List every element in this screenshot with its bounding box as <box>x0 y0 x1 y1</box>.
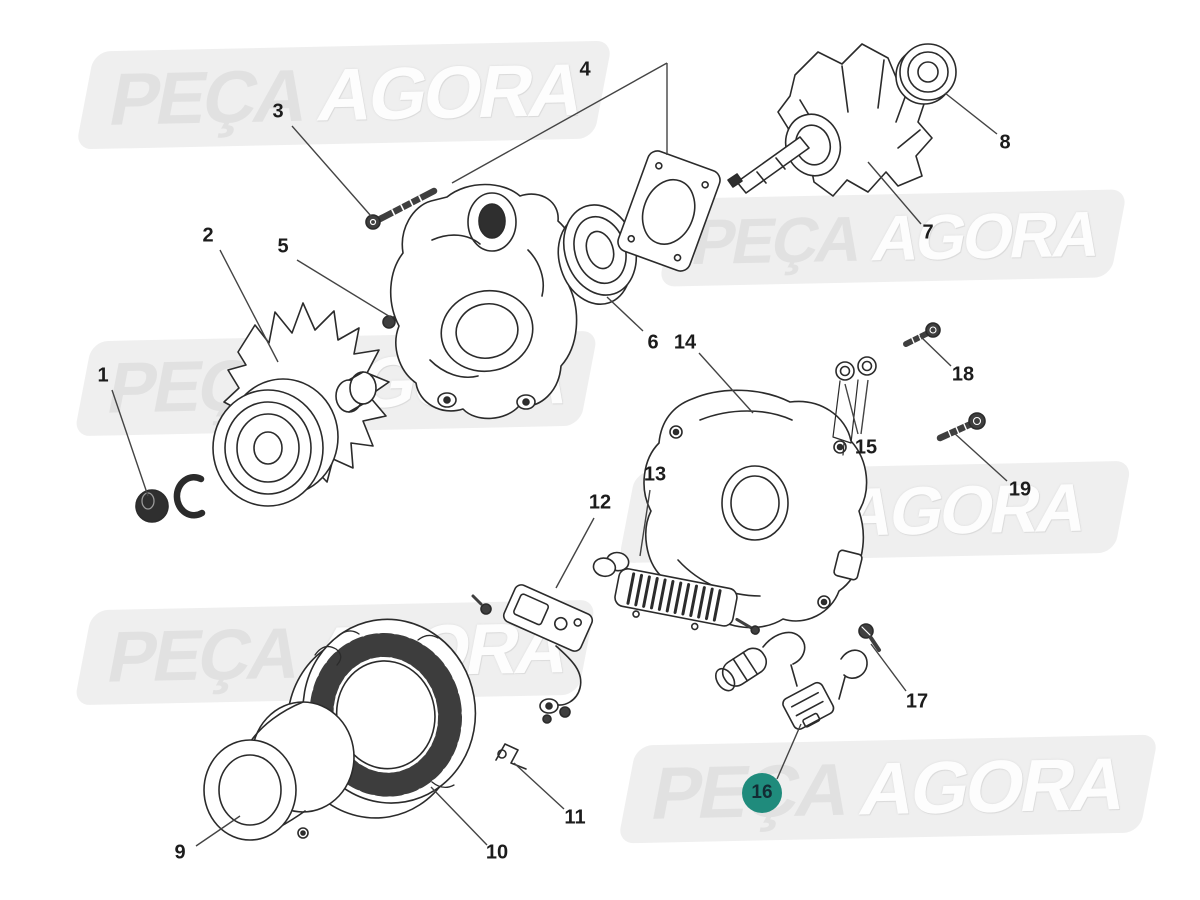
part-callout-6[interactable]: 6 <box>647 331 659 354</box>
leader-line-10 <box>430 786 488 846</box>
leader-line-14 <box>698 352 754 414</box>
part-callout-3[interactable]: 3 <box>272 100 284 123</box>
leader-line-17 <box>870 643 907 692</box>
leader-line-16 <box>776 723 802 780</box>
screw-17-drawing <box>858 623 881 652</box>
leader-line-15 <box>844 383 859 435</box>
rear-bearing-drawing <box>895 43 957 105</box>
leader-line-15 <box>860 379 869 435</box>
leader-line-11 <box>513 762 565 810</box>
part-callout-11[interactable]: 11 <box>564 806 586 829</box>
cover-drawing <box>203 701 355 841</box>
part-callout-10[interactable]: 10 <box>485 841 509 864</box>
bolt-19-drawing <box>936 412 986 442</box>
part-callout-16[interactable]: 16 <box>742 773 782 813</box>
leader-line-9 <box>195 815 241 847</box>
leader-lines-layer <box>111 62 1008 847</box>
bolt-18-drawing <box>903 322 941 347</box>
regulator-drawing <box>471 584 594 724</box>
brush-holder-drawing <box>714 631 868 730</box>
nuts-15-drawing <box>832 356 877 456</box>
part-callout-14[interactable]: 14 <box>673 331 697 354</box>
leader-line-2 <box>219 249 279 363</box>
rotor-drawing <box>727 43 933 197</box>
leader-line-4 <box>451 62 668 184</box>
part-callout-2[interactable]: 2 <box>202 224 214 247</box>
part-callout-7[interactable]: 7 <box>922 221 934 244</box>
leader-line-18 <box>919 335 952 367</box>
leader-line-5 <box>296 259 393 319</box>
retainer-plate-drawing <box>617 150 721 272</box>
part-callout-9[interactable]: 9 <box>174 841 186 864</box>
part-callout-19[interactable]: 19 <box>1008 478 1032 501</box>
screw-3-drawing <box>365 187 438 230</box>
leader-line-7 <box>867 161 922 225</box>
part-callout-15[interactable]: 15 <box>854 436 878 459</box>
part-callout-18[interactable]: 18 <box>951 363 975 386</box>
nut-clip-drawing <box>135 474 206 523</box>
leader-line-8 <box>944 92 998 135</box>
rectifier-drawing <box>592 551 760 635</box>
front-bracket-drawing <box>389 183 578 420</box>
part-callout-12[interactable]: 12 <box>588 491 612 514</box>
part-callout-4[interactable]: 4 <box>579 58 591 81</box>
leader-line-13 <box>639 489 651 557</box>
part-callout-8[interactable]: 8 <box>999 131 1011 154</box>
part-callout-13[interactable]: 13 <box>643 463 667 486</box>
fan-pulley-drawing <box>212 302 390 507</box>
part-callout-5[interactable]: 5 <box>277 235 289 258</box>
leader-line-12 <box>555 517 595 589</box>
leader-line-1 <box>111 389 149 497</box>
clip-11-drawing <box>495 743 527 770</box>
part-callout-17[interactable]: 17 <box>905 690 929 713</box>
part-callout-1[interactable]: 1 <box>97 364 109 387</box>
leader-line-6 <box>606 296 644 332</box>
leader-line-19 <box>952 431 1008 482</box>
leader-line-3 <box>291 125 372 217</box>
